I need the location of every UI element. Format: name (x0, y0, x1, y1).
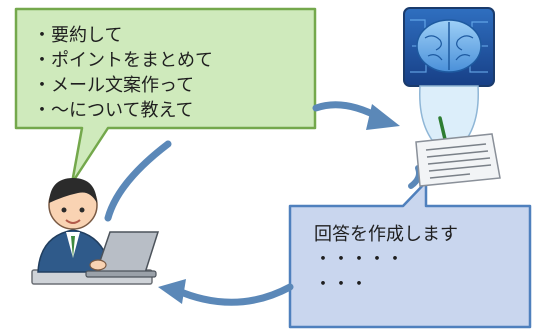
request-item: ・要約して (33, 25, 123, 46)
reply-line: 回答を作成します (314, 224, 458, 245)
arrow-request-to-ai (312, 101, 400, 130)
request-item: ・メール文案作って (33, 75, 195, 96)
request-bubble-shape (14, 7, 317, 185)
reply-line: ・・・ (314, 274, 368, 295)
request-item: ・ポイントをまとめて (33, 50, 213, 71)
reply-bubble-text: 回答を作成します ・・・・・ ・・・ (314, 222, 458, 297)
person-at-laptop-icon (31, 178, 160, 285)
document-icon (415, 133, 501, 187)
ai-brain-robot-icon (403, 7, 495, 154)
request-item: ・〜について教えて (33, 100, 194, 121)
request-bubble-text: ・要約して ・ポイントをまとめて ・メール文案作って ・〜について教えて (33, 23, 213, 123)
reply-bubble-shape (288, 180, 532, 329)
reply-line: ・・・・・ (314, 249, 404, 270)
arrow-user-to-request (104, 140, 172, 222)
arrow-reply-to-user (158, 279, 294, 306)
